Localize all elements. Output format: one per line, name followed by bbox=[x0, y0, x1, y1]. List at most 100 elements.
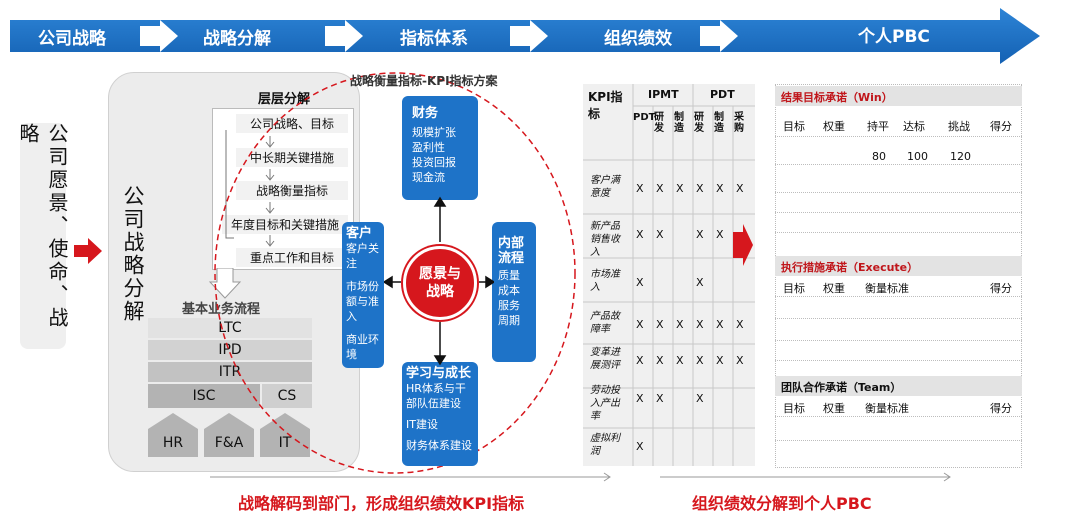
internal-title: 内部流程 bbox=[498, 236, 525, 266]
center-label: 愿景与战略 bbox=[419, 266, 461, 300]
kpi-col-header: 研发 bbox=[694, 112, 704, 134]
pbc-divider bbox=[775, 440, 1022, 441]
process-itr: ITR bbox=[148, 362, 312, 382]
kpi-mark: X bbox=[676, 354, 684, 367]
kpi-mark: X bbox=[696, 392, 704, 405]
kpi-col-header: 制造 bbox=[714, 112, 724, 134]
internal-item: 质量 bbox=[498, 269, 520, 282]
kpi-mark: X bbox=[716, 354, 724, 367]
pbc-col-header: 权重 bbox=[823, 402, 845, 415]
support-fa: F&A bbox=[214, 435, 244, 451]
customer-box: 客户 客户关注 市场份额与准入 商业环境 bbox=[342, 222, 384, 368]
internal-item: 成本 bbox=[498, 284, 520, 297]
layer-item-1: 公司战略、目标 bbox=[236, 114, 348, 133]
step-strategy: 公司战略 bbox=[38, 29, 106, 49]
kpi-mark: X bbox=[656, 182, 664, 195]
pbc-col-header: 达标 bbox=[903, 120, 925, 133]
kpi-scheme-title: 战略衡量指标-KPI指标方案 bbox=[350, 74, 498, 88]
pbc-col-header: 权重 bbox=[823, 282, 845, 295]
down-arrow-icon bbox=[208, 268, 242, 299]
internal-item: 周期 bbox=[498, 314, 520, 327]
kpi-mark: X bbox=[676, 182, 684, 195]
finance-item: 盈利性 bbox=[412, 141, 445, 154]
kpi-group-pdt: PDT bbox=[710, 88, 735, 101]
learning-item: HR体系与干部队伍建设 bbox=[406, 382, 466, 410]
kpi-mark: X bbox=[656, 228, 664, 241]
kpi-mark: X bbox=[696, 182, 704, 195]
pbc-execute-bar: 执行措施承诺（Execute） bbox=[775, 256, 1022, 276]
finance-title: 财务 bbox=[412, 106, 439, 121]
kpi-mark: X bbox=[636, 276, 644, 289]
finance-box: 财务 规模扩张 盈利性 投资回报 现金流 bbox=[402, 96, 478, 200]
step-indicators: 指标体系 bbox=[400, 29, 468, 49]
kpi-table-grid bbox=[583, 84, 755, 466]
process-isc: ISC bbox=[148, 384, 260, 408]
kpi-mark: X bbox=[696, 276, 704, 289]
kpi-row-name: 变革进展测评 bbox=[590, 347, 620, 371]
kpi-col-header: 采购 bbox=[734, 112, 744, 134]
vision-text: 公司愿景、使命、战略 bbox=[16, 123, 69, 330]
pbc-divider bbox=[775, 136, 1022, 137]
process-ltc: LTC bbox=[148, 318, 312, 338]
pbc-divider bbox=[775, 296, 1022, 297]
dashed-red-circle bbox=[214, 72, 576, 474]
customer-title: 客户 bbox=[346, 226, 373, 241]
layer-item-5: 重点工作和目标 bbox=[236, 248, 348, 267]
kpi-mark: X bbox=[656, 354, 664, 367]
pbc-panel bbox=[775, 84, 1022, 468]
kpi-table bbox=[583, 84, 755, 466]
process-ipd: IPD bbox=[148, 340, 312, 360]
pbc-divider bbox=[775, 192, 1022, 193]
kpi-mark: X bbox=[736, 354, 744, 367]
bottom-caption-left: 战略解码到部门，形成组织绩效KPI指标 bbox=[238, 494, 525, 513]
red-right-arrow-icon bbox=[74, 238, 102, 264]
kpi-row-name: 产品故障率 bbox=[590, 311, 620, 335]
pbc-win-value: 100 bbox=[907, 150, 928, 163]
step-decompose: 战略分解 bbox=[203, 29, 271, 49]
kpi-col-header: 研发 bbox=[654, 112, 664, 134]
pbc-divider bbox=[775, 340, 1022, 341]
pbc-col-header: 目标 bbox=[783, 120, 805, 133]
pbc-divider bbox=[775, 212, 1022, 213]
vision-box: 公司愿景、使命、战略 bbox=[16, 123, 69, 349]
pbc-win-value: 120 bbox=[950, 150, 971, 163]
kpi-mark: X bbox=[656, 392, 664, 405]
kpi-mark: X bbox=[716, 318, 724, 331]
support-hr: HR bbox=[162, 435, 184, 451]
kpi-mark: X bbox=[716, 228, 724, 241]
kpi-mark: X bbox=[636, 228, 644, 241]
finance-item: 规模扩张 bbox=[412, 126, 456, 139]
layer-flow-arrows bbox=[225, 130, 275, 247]
learning-box: 学习与成长 HR体系与干部队伍建设 IT建设 财务体系建设 bbox=[402, 362, 478, 466]
kpi-header: KPI指标 bbox=[588, 90, 623, 121]
learning-title: 学习与成长 bbox=[406, 366, 472, 381]
bottom-caption-right: 组织绩效分解到个人PBC bbox=[692, 494, 872, 513]
kpi-mark: X bbox=[636, 440, 644, 453]
pbc-col-header: 得分 bbox=[990, 402, 1012, 415]
kpi-mark: X bbox=[656, 318, 664, 331]
strategy-title: 公司战略分解 bbox=[121, 185, 145, 323]
pbc-col-header: 衡量标准 bbox=[865, 402, 909, 415]
kpi-mark: X bbox=[736, 182, 744, 195]
pbc-col-header: 目标 bbox=[783, 402, 805, 415]
bottom-arrows bbox=[210, 472, 951, 482]
kpi-row-name: 新产品销售收入 bbox=[590, 221, 620, 258]
kpi-mark: X bbox=[636, 354, 644, 367]
layer-title: 层层分解 bbox=[258, 92, 311, 107]
internal-item: 服务 bbox=[498, 299, 520, 312]
step-personal-pbc: 个人PBC bbox=[858, 27, 930, 47]
pbc-win-value: 80 bbox=[872, 150, 886, 163]
process-cs: CS bbox=[262, 384, 312, 408]
pbc-col-header: 持平 bbox=[867, 120, 889, 133]
customer-item: 市场份额与准入 bbox=[346, 280, 379, 323]
kpi-mark: X bbox=[696, 354, 704, 367]
kpi-mark: X bbox=[736, 318, 744, 331]
layer-item-4: 年度目标和关键措施 bbox=[222, 215, 348, 234]
pbc-col-header: 得分 bbox=[990, 120, 1012, 133]
pbc-divider bbox=[775, 416, 1022, 417]
pbc-col-header: 权重 bbox=[823, 120, 845, 133]
learning-item: IT建设 bbox=[406, 418, 438, 431]
kpi-mark: X bbox=[716, 182, 724, 195]
scorecard-arrows bbox=[384, 196, 494, 366]
layer-item-3: 战略衡量指标 bbox=[236, 181, 348, 200]
